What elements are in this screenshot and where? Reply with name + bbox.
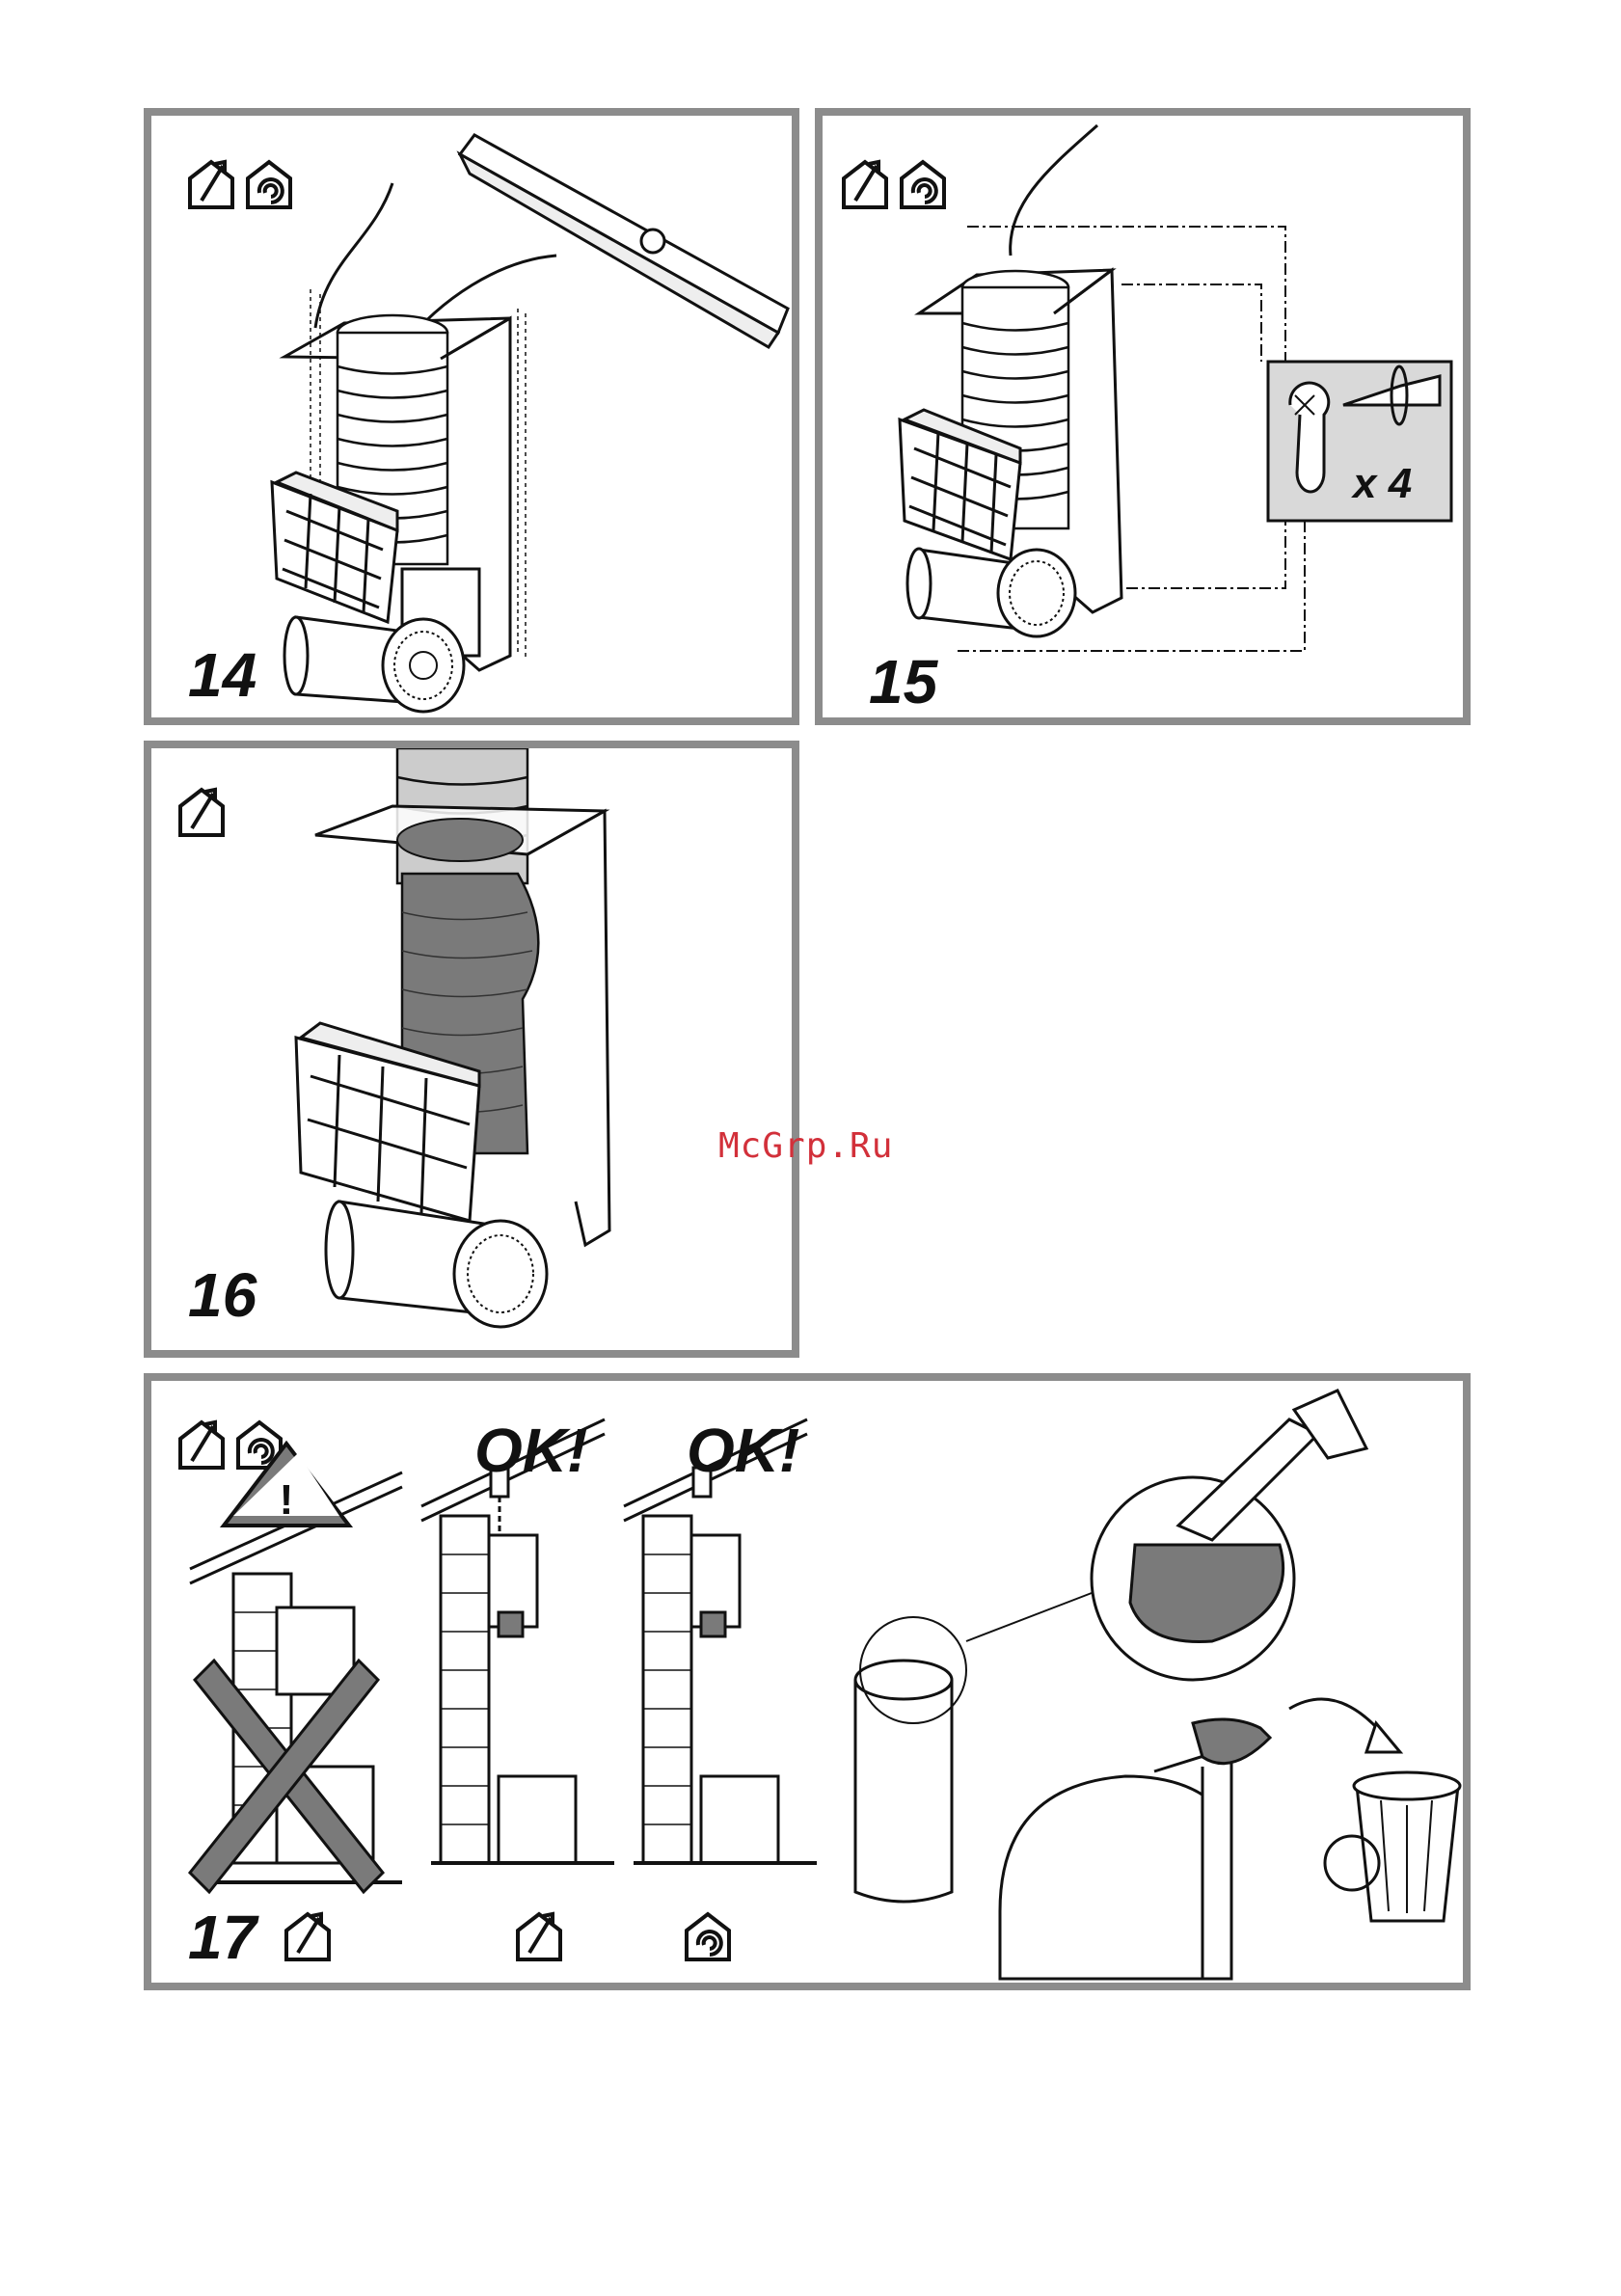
correct-recirculation-scene [624, 1419, 817, 1863]
trash-bin-icon [1325, 1772, 1460, 1921]
exhaust-house-icon [844, 162, 886, 207]
exhaust-house-icon [180, 1422, 223, 1468]
screw-count-label: x 4 [1353, 463, 1412, 505]
panel-step-15: x 4 15 [815, 108, 1471, 725]
panel-step-16: 16 [144, 741, 799, 1358]
exhaust-house-icon [518, 1914, 560, 1959]
watermark: McGrp.Ru [718, 1126, 893, 1166]
exhaust-house-icon [180, 790, 223, 835]
step-17-illustration: ! [151, 1381, 1463, 1983]
ok-label-exhaust: OK! [474, 1419, 587, 1481]
ok-label-recirculation: OK! [687, 1419, 799, 1481]
panel-step-14: 14 [144, 108, 799, 725]
step-number: 17 [188, 1906, 257, 1968]
recirculation-house-icon [248, 162, 290, 207]
incorrect-installation-scene: ! [190, 1444, 402, 1892]
step-15-illustration [823, 116, 1463, 717]
recirculation-house-icon [902, 162, 944, 207]
hood-cutting-scene [855, 1391, 1460, 1979]
step-number: 15 [869, 651, 937, 713]
step-number: 16 [188, 1264, 257, 1326]
correct-exhaust-scene [421, 1419, 614, 1863]
exhaust-house-icon [190, 162, 232, 207]
step-14-illustration [151, 116, 792, 717]
control-panel-bar [460, 135, 788, 347]
svg-text:!: ! [280, 1476, 294, 1524]
panel-step-17: ! [144, 1373, 1471, 1990]
step-number: 14 [188, 644, 257, 706]
exhaust-house-icon [286, 1914, 329, 1959]
recirculation-house-icon [687, 1914, 729, 1959]
